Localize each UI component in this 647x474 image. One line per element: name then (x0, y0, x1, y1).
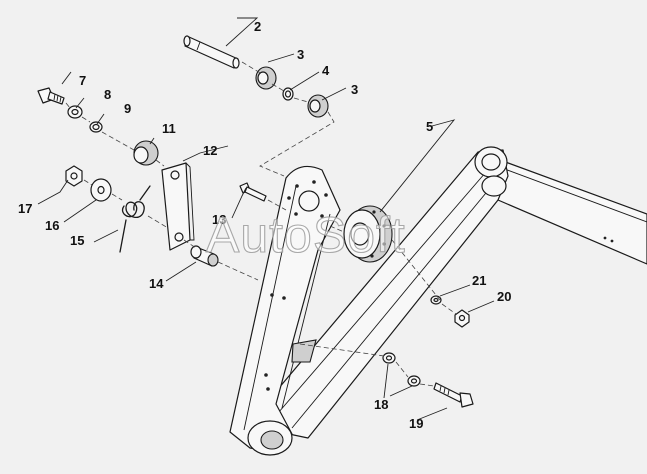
callout-14: 14 (149, 276, 164, 291)
callout-11: 11 (162, 121, 176, 136)
part-3-bushing-lower (307, 94, 329, 118)
part-3-bushing-upper (255, 66, 277, 90)
callout-2: 2 (254, 19, 261, 34)
callout-20: 20 (497, 289, 511, 304)
part-14-spacer (190, 245, 219, 267)
callout-7: 7 (79, 73, 86, 88)
lift-arm-right (261, 146, 509, 439)
part-8-washer (67, 105, 83, 119)
callout-21: 21 (472, 273, 486, 288)
part-19-bolt (433, 382, 474, 408)
callout-9: 9 (124, 101, 131, 116)
callout-18: 18 (374, 397, 388, 412)
callout-4: 4 (322, 63, 330, 78)
part-9-washer (89, 121, 103, 133)
part-4-washer (282, 87, 294, 101)
part-16-washer (90, 178, 112, 202)
assembly-centerlines (65, 61, 457, 387)
part-18-washers (382, 352, 421, 387)
part-20-nut (454, 309, 470, 328)
watermark: AutoSoft (206, 207, 406, 263)
part-17-nut (65, 165, 83, 187)
part-15-spring (119, 185, 151, 253)
callout-17: 17 (18, 201, 32, 216)
part-7-bolt (37, 87, 65, 105)
callout-5: 5 (426, 119, 433, 134)
callout-numbers: 2 3 4 3 5 7 8 9 11 12 13 14 15 16 17 18 … (18, 19, 511, 431)
callout-15: 15 (70, 233, 84, 248)
cross-shaft (497, 159, 647, 265)
part-2-pin (183, 35, 240, 69)
callout-19: 19 (409, 416, 423, 431)
lift-arm-main (229, 165, 341, 456)
callout-3-upper: 3 (297, 47, 304, 62)
callout-12: 12 (203, 143, 217, 158)
callout-3-lower: 3 (351, 82, 358, 97)
part-12-link (161, 162, 195, 251)
part-13-bolt (239, 182, 267, 202)
part-5-hub (343, 205, 393, 263)
callout-13: 13 (212, 212, 226, 227)
part-11-bushing (133, 140, 159, 166)
callout-16: 16 (45, 218, 59, 233)
callout-8: 8 (104, 87, 111, 102)
leader-lines (37, 17, 495, 421)
